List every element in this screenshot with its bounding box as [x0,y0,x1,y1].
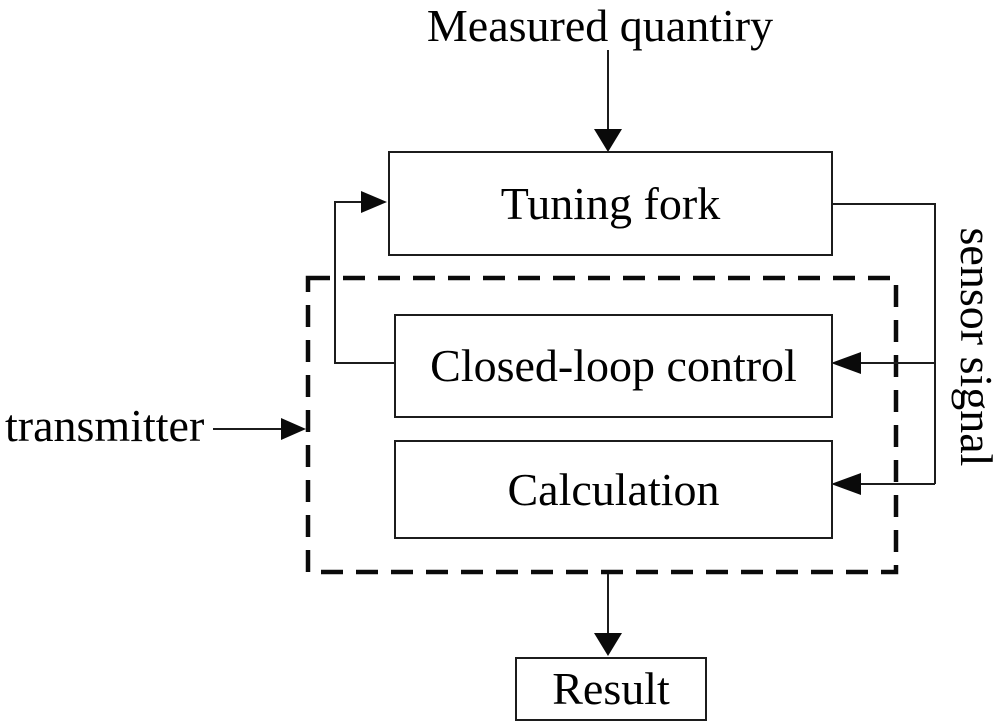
closed-loop-control-node: Closed-loop control [394,314,833,418]
closed-loop-control-label: Closed-loop control [430,340,797,391]
sensor-signal-line [829,203,936,495]
arrow-group-to-result [594,574,622,656]
sensor-signal-label: sensor signal [951,227,1000,467]
calculation-node: Calculation [394,440,833,539]
tuning-fork-node: Tuning fork [388,151,833,256]
arrow-measured-quantity-to-tuning-fork [594,50,622,152]
arrow-transmitter-to-group [213,418,306,440]
tuning-fork-label: Tuning fork [500,177,721,229]
measured-quantity-label: Measured quantiry [426,0,774,51]
calculation-label: Calculation [507,463,720,515]
result-label: Result [552,663,670,714]
transmitter-group-dashed-border [305,275,899,575]
result-node: Result [515,657,707,721]
transmitter-label: transmitter [5,400,205,451]
arrow-closed-loop-to-tuning-fork [334,191,394,364]
